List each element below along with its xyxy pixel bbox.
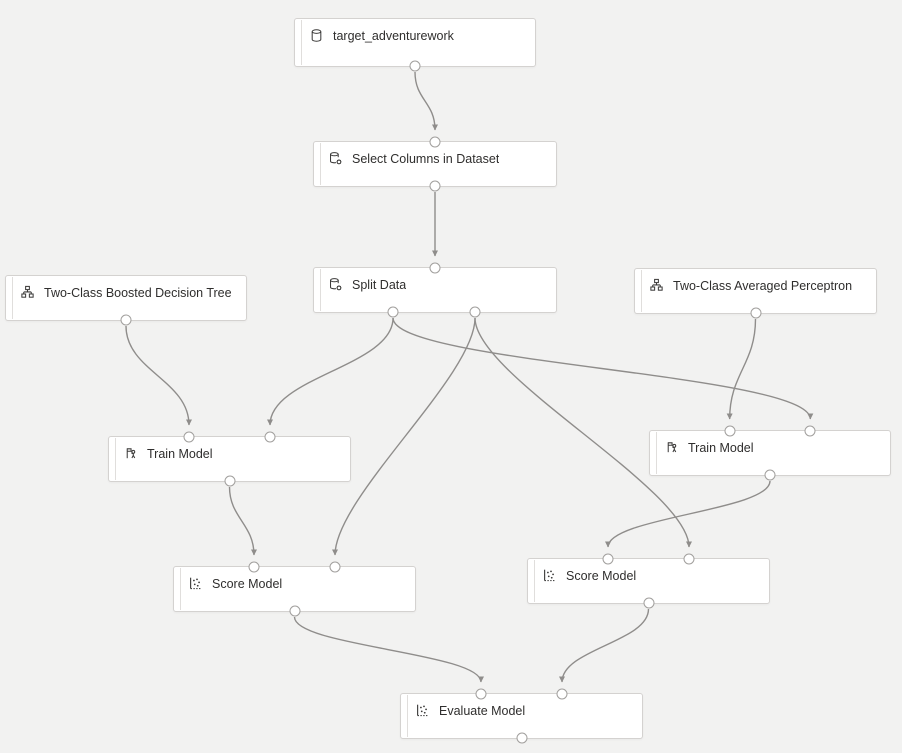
node-train-left[interactable]: Train Model <box>108 431 351 487</box>
input-port-0[interactable] <box>602 553 614 565</box>
node-score-right[interactable]: Score Model <box>527 553 770 609</box>
node-grab-handle <box>320 269 321 311</box>
node-grab-handle <box>301 20 302 65</box>
hierarchy-icon <box>20 285 35 300</box>
node-dataset[interactable]: target_adventurework <box>294 18 536 72</box>
node-grab-handle <box>407 695 408 737</box>
edge-score-left-to-evaluate[interactable] <box>293 616 484 683</box>
node-grab-handle <box>12 277 13 319</box>
node-boosted-tree[interactable]: Two-Class Boosted Decision Tree <box>5 275 247 326</box>
node-train-right[interactable]: Train Model <box>649 425 891 481</box>
edge-train-right-to-score-right[interactable] <box>605 480 771 548</box>
input-port-0[interactable] <box>724 425 736 437</box>
node-evaluate[interactable]: Evaluate Model <box>400 688 643 744</box>
input-port-1[interactable] <box>683 553 695 565</box>
input-port-1[interactable] <box>804 425 816 437</box>
edge-train-left-to-score-left[interactable] <box>228 486 257 556</box>
node-label: Train Model <box>147 446 213 461</box>
output-port-0[interactable] <box>120 314 132 326</box>
train-figure-icon <box>664 440 679 455</box>
input-port-1[interactable] <box>556 688 568 700</box>
node-score-left[interactable]: Score Model <box>173 561 416 617</box>
node-label: Evaluate Model <box>439 703 526 718</box>
train-figure-icon <box>123 446 138 461</box>
input-port-0[interactable] <box>429 136 441 148</box>
node-label: Split Data <box>352 277 407 292</box>
node-grab-handle <box>656 432 657 474</box>
output-port-0[interactable] <box>643 597 654 609</box>
input-port-1[interactable] <box>329 561 341 573</box>
hierarchy-icon <box>649 278 664 293</box>
database-gear-icon <box>328 277 343 292</box>
node-grab-handle <box>115 438 116 480</box>
node-label: Two-Class Boosted Decision Tree <box>44 285 232 300</box>
database-gear-icon <box>328 151 343 166</box>
node-grab-handle <box>320 143 321 185</box>
scatter-plot-icon <box>415 703 430 718</box>
edge-split-data-to-score-left[interactable] <box>332 317 476 556</box>
output-port-1[interactable] <box>469 306 481 318</box>
output-port-0[interactable] <box>224 475 235 487</box>
input-port-1[interactable] <box>264 431 276 443</box>
node-select-columns[interactable]: Select Columns in Dataset <box>313 136 557 192</box>
output-port-0[interactable] <box>750 307 761 319</box>
node-grab-handle <box>641 270 642 312</box>
node-label: Two-Class Averaged Perceptron <box>673 278 853 293</box>
input-port-0[interactable] <box>183 431 195 443</box>
scatter-plot-icon <box>188 576 203 591</box>
edge-split-data-to-score-right[interactable] <box>474 317 692 548</box>
output-port-0[interactable] <box>429 180 441 192</box>
node-label: Score Model <box>212 576 283 591</box>
input-port-0[interactable] <box>429 262 441 274</box>
scatter-plot-icon <box>542 568 557 583</box>
node-perceptron[interactable]: Two-Class Averaged Perceptron <box>634 268 877 319</box>
node-split-data[interactable]: Split Data <box>313 262 557 318</box>
node-label: Score Model <box>566 568 637 583</box>
edge-split-data-to-train-right[interactable] <box>392 317 814 420</box>
output-port-0[interactable] <box>289 605 300 617</box>
output-port-0[interactable] <box>409 60 421 72</box>
node-grab-handle <box>180 568 181 610</box>
node-grab-handle <box>534 560 535 602</box>
input-port-0[interactable] <box>248 561 260 573</box>
output-port-0[interactable] <box>764 469 776 481</box>
output-port-0[interactable] <box>387 306 399 318</box>
edge-score-right-to-evaluate[interactable] <box>559 608 650 683</box>
node-label: Select Columns in Dataset <box>352 151 500 166</box>
input-port-0[interactable] <box>475 688 487 700</box>
edge-split-data-to-train-left[interactable] <box>267 317 394 426</box>
edge-perceptron-to-train-right[interactable] <box>726 318 757 420</box>
edge-boosted-tree-to-train-left[interactable] <box>125 325 192 426</box>
node-label: target_adventurework <box>333 28 454 43</box>
edge-dataset-to-select-columns[interactable] <box>414 71 438 131</box>
node-label: Train Model <box>688 440 754 455</box>
output-port-0[interactable] <box>516 732 527 744</box>
database-icon <box>309 28 324 43</box>
